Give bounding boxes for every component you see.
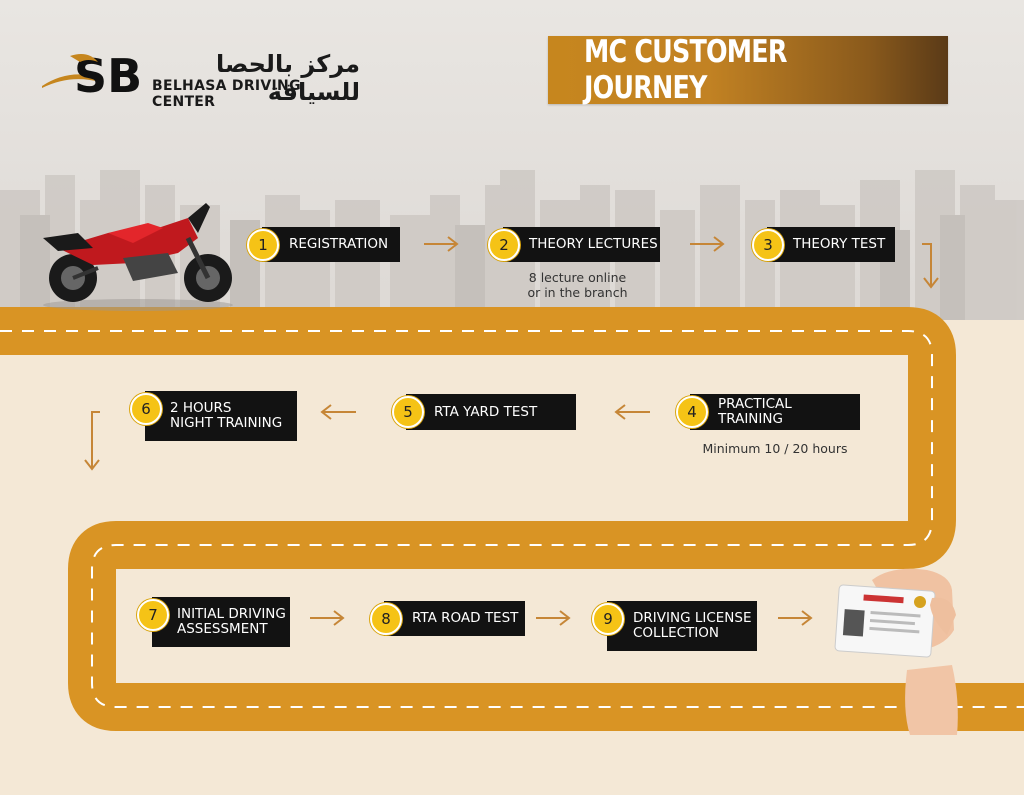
arrow-right-icon bbox=[536, 610, 571, 626]
step-7-box: INITIAL DRIVING ASSESSMENT bbox=[152, 597, 290, 647]
logo-english-text: BELHASA DRIVING CENTER bbox=[152, 78, 301, 110]
arrow-left-icon bbox=[320, 404, 356, 420]
step-label: INITIAL DRIVING ASSESSMENT bbox=[177, 606, 286, 637]
step-3-badge: 3 bbox=[752, 229, 784, 261]
arrow-left-icon bbox=[614, 404, 650, 420]
step-4-badge: 4 bbox=[676, 396, 708, 428]
step-1-box: REGISTRATION bbox=[262, 227, 400, 262]
step-9-badge: 9 bbox=[592, 603, 624, 635]
step-9-box: DRIVING LICENSE COLLECTION bbox=[607, 601, 757, 651]
theory-lectures-note: 8 lecture online or in the branch bbox=[527, 270, 628, 300]
step-5-box: RTA YARD TEST bbox=[406, 394, 576, 430]
step-6-badge: 6 bbox=[130, 393, 162, 425]
arrow-right-icon bbox=[424, 236, 459, 252]
step-3-box: THEORY TEST bbox=[767, 227, 895, 262]
belhasa-logo: SB مركز بالحصا للسياقة BELHASA DRIVING C… bbox=[40, 48, 360, 110]
step-8-badge: 8 bbox=[370, 603, 402, 635]
title-banner: MC CUSTOMER JOURNEY bbox=[548, 34, 948, 106]
step-5-badge: 5 bbox=[392, 396, 424, 428]
logo-mark-icon: SB bbox=[42, 49, 142, 98]
license-card-in-hand-image bbox=[834, 568, 958, 735]
practical-training-note: Minimum 10 / 20 hours bbox=[702, 441, 848, 456]
arrow-down-icon bbox=[922, 243, 939, 289]
step-2-badge: 2 bbox=[488, 229, 520, 261]
step-label: DRIVING LICENSE COLLECTION bbox=[633, 610, 752, 641]
logo-arabic-text: مركز بالحصا للسياقة bbox=[215, 50, 360, 106]
arrow-right-icon bbox=[778, 610, 813, 626]
arrow-down-icon bbox=[84, 411, 100, 471]
step-2-box: THEORY LECTURES bbox=[503, 227, 660, 262]
step-4-box: PRACTICAL TRAINING bbox=[690, 394, 860, 430]
step-1-badge: 1 bbox=[247, 229, 279, 261]
motorcycle-image bbox=[43, 203, 233, 311]
step-label: THEORY LECTURES bbox=[529, 236, 658, 252]
step-label: PRACTICAL TRAINING bbox=[718, 396, 792, 427]
arrow-right-icon bbox=[310, 610, 345, 626]
step-label: RTA ROAD TEST bbox=[412, 610, 519, 626]
page-title: MC CUSTOMER JOURNEY bbox=[584, 34, 787, 106]
step-6-box: 2 HOURS NIGHT TRAINING bbox=[145, 391, 297, 441]
step-label: 2 HOURS NIGHT TRAINING bbox=[170, 400, 283, 431]
step-7-badge: 7 bbox=[137, 599, 169, 631]
step-label: THEORY TEST bbox=[793, 236, 886, 252]
step-label: RTA YARD TEST bbox=[434, 403, 538, 420]
step-label: REGISTRATION bbox=[289, 236, 389, 252]
step-8-box: RTA ROAD TEST bbox=[384, 601, 525, 636]
arrow-right-icon bbox=[690, 236, 725, 252]
